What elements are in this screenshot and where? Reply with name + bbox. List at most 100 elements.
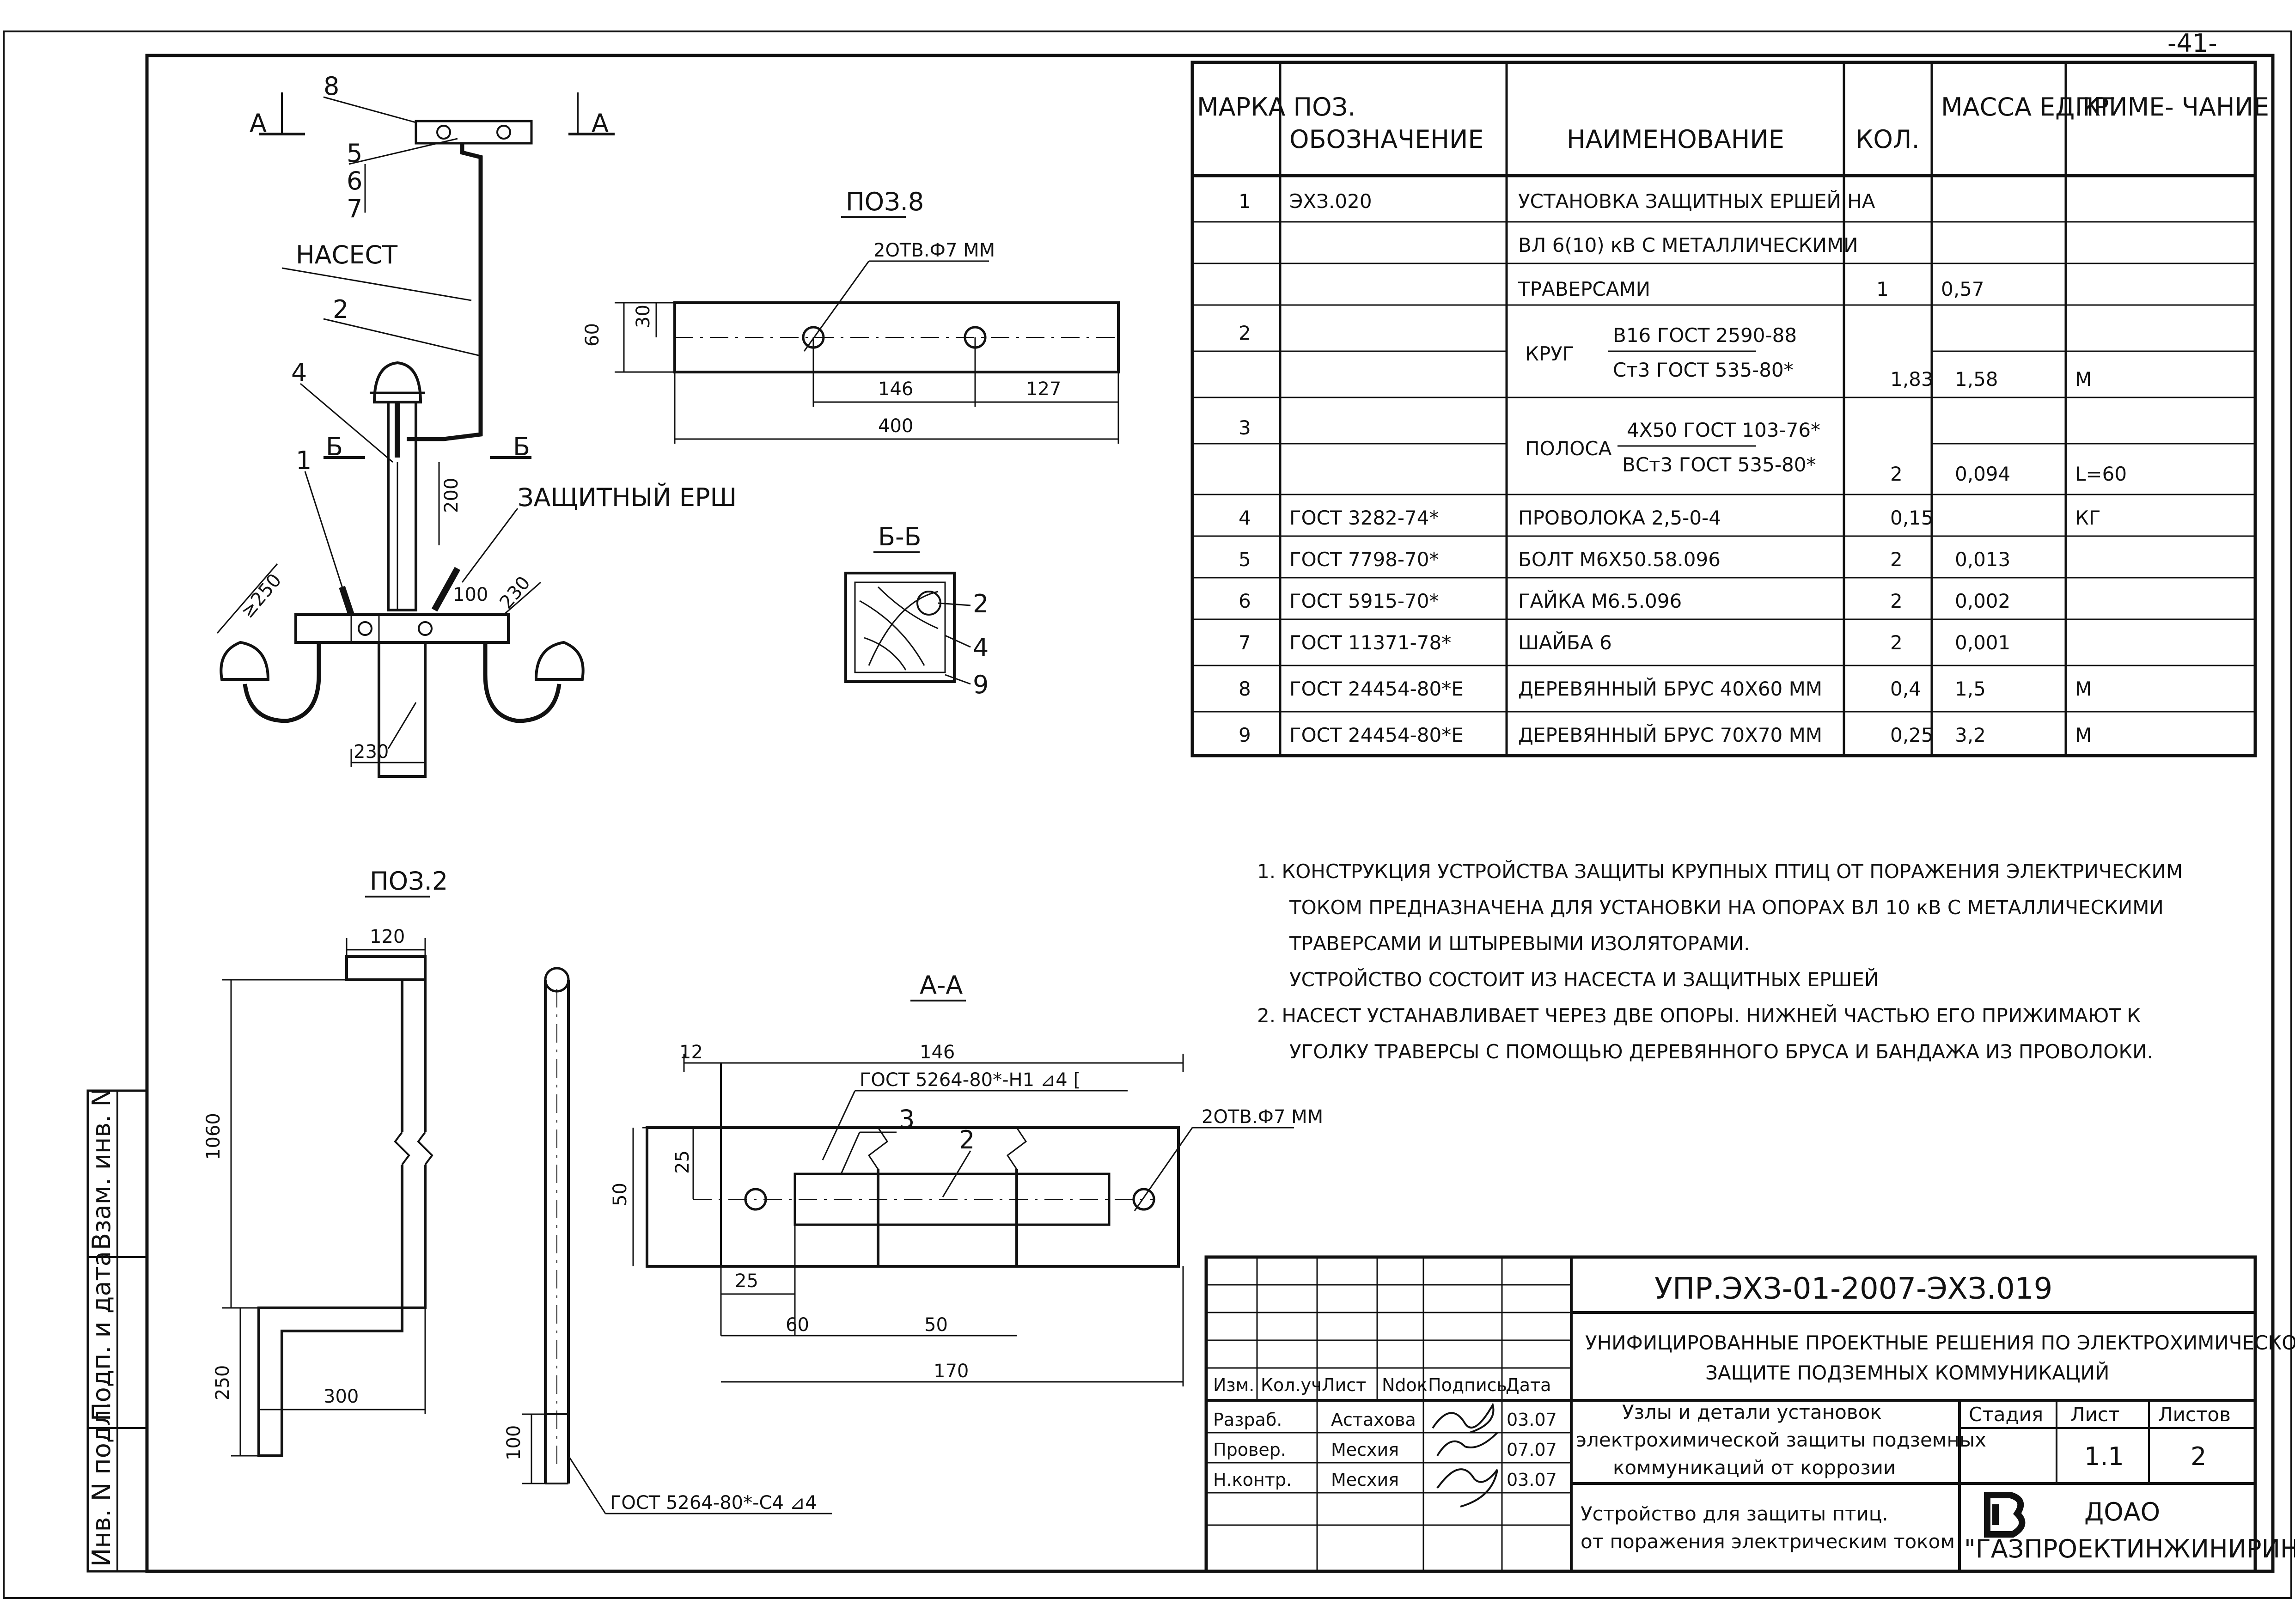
row9-qty: 0,25	[1890, 724, 1934, 746]
row4-designation: ГОСТ 3282-74*	[1289, 507, 1439, 529]
main-assembly-view: А А	[216, 72, 737, 778]
tb-role-2: Провер.	[1213, 1440, 1286, 1460]
row8-name: ДЕРЕВЯННЫЙ БРУС 40Х60 ММ	[1518, 677, 1822, 700]
tb-sheet-title-2: от поражения электрическим током	[1581, 1530, 1955, 1553]
poz2-dim-100: 100	[503, 1425, 525, 1460]
aa-callout-3: 3	[899, 1105, 915, 1134]
hdr-qty: КОЛ.	[1856, 125, 1920, 154]
tb-sheet-title-1: Устройство для защиты птиц.	[1581, 1502, 1888, 1525]
bb-callout-4: 4	[973, 633, 989, 662]
row9-pos: 9	[1239, 724, 1251, 746]
tb-section-3: коммуникаций от коррозии	[1613, 1456, 1896, 1479]
row3-qty: 2	[1890, 463, 1903, 485]
tb-name-3: Месхия	[1331, 1470, 1399, 1490]
row6-qty: 2	[1890, 590, 1903, 612]
poz2-dim-120: 120	[370, 926, 405, 947]
callout-zashchitny-ersh: ЗАЩИТНЫЙ ЕРШ	[518, 483, 737, 512]
notes: 1. КОНСТРУКЦИЯ УСТРОЙСТВА ЗАЩИТЫ КРУПНЫХ…	[1257, 860, 2183, 1063]
poz2-dim-1060: 1060	[203, 1113, 224, 1160]
stamp-vzam-inv: Взам. инв. N	[87, 1088, 116, 1250]
hdr-note: ПРИМЕ- ЧАНИЕ	[2075, 92, 2269, 122]
hdr-name: НАИМЕНОВАНИЕ	[1567, 125, 1784, 154]
row2-mass: 1,58	[1955, 368, 1998, 391]
tb-sheets-label: Листов	[2158, 1403, 2231, 1426]
row7-pos: 7	[1239, 631, 1251, 654]
row3-name-top: 4Х50 ГОСТ 103-76*	[1627, 419, 1820, 441]
tb-stage-label: Стадия	[1969, 1403, 2043, 1426]
title-block: Изм. Кол.уч Лист Ndок Подпись Дата Разра…	[1204, 1255, 2295, 1573]
poz8-label: ПОЗ.8	[846, 187, 924, 216]
sheet-number: -41-	[2167, 29, 2217, 58]
section-b-mark-left: Б	[326, 432, 343, 461]
poz8-dim-30: 30	[633, 305, 654, 328]
row8-qty: 0,4	[1890, 678, 1921, 700]
callout-4: 4	[291, 358, 307, 387]
aa-dim-50-bottom: 50	[924, 1314, 948, 1336]
stamp-inv-podl: Инв. N подл.	[87, 1402, 116, 1567]
note-line-3: ТРАВЕРСАМИ И ШТЫРЕВЫМИ ИЗОЛЯТОРАМИ.	[1289, 932, 1750, 955]
row1-name: УСТАНОВКА ЗАЩИТНЫХ ЕРШЕЙ НА	[1518, 189, 1875, 213]
row5-name: БОЛТ М6Х50.58.096	[1518, 548, 1721, 571]
row6-name: ГАЙКА М6.5.096	[1518, 589, 1682, 612]
note-line-5: 2. НАСЕСТ УСТАНАВЛИВАЕТ ЧЕРЕЗ ДВЕ ОПОРЫ.…	[1257, 1004, 2141, 1027]
row2-name: КРУГ	[1525, 342, 1574, 365]
row4-pos: 4	[1239, 507, 1251, 529]
row1b-name: ВЛ 6(10) кВ С МЕТАЛЛИЧЕСКИМИ	[1518, 234, 1858, 256]
row3-name-bottom: ВСт3 ГОСТ 535-80*	[1622, 453, 1816, 476]
section-a-mark-right: А	[592, 109, 609, 138]
tb-org-2: "ГАЗПРОЕКТИНЖИНИРИНГ"	[1964, 1534, 2295, 1563]
callout-2: 2	[333, 295, 348, 324]
row8-mass: 1,5	[1955, 678, 1986, 700]
row1-designation: ЭХЗ.020	[1289, 190, 1372, 213]
row8-designation: ГОСТ 24454-80*Е	[1289, 678, 1464, 700]
row3-mass: 0,094	[1955, 463, 2010, 485]
tb-date-3: 03.07	[1507, 1470, 1557, 1490]
row3-pos: 3	[1239, 416, 1251, 439]
tb-col-koluch: Кол.уч	[1261, 1375, 1322, 1395]
section-a-mark-left: А	[250, 109, 267, 138]
side-stamp: Инв. N подл. Подп. и дата Взам. инв. N	[86, 1088, 148, 1573]
hdr-mass: МАССА ЕД.КГ	[1941, 92, 2116, 122]
poz8-dim-127: 127	[1026, 379, 1061, 400]
stamp-podp-data: Подп. и дата	[87, 1251, 116, 1421]
note-line-6: УГОЛКУ ТРАВЕРСЫ С ПОМОЩЬЮ ДЕРЕВЯННОГО БР…	[1289, 1040, 2153, 1063]
row9-note: М	[2075, 724, 2092, 746]
section-aa-label: А-А	[920, 971, 963, 1000]
section-b-mark-right: Б	[513, 432, 530, 461]
poz8-dim-146: 146	[878, 379, 913, 400]
row6-mass: 0,002	[1955, 590, 2010, 612]
poz8-view: ПОЗ.8 2ОТВ.Ф7 ММ 60 30 146 127 400	[582, 187, 1120, 444]
section-aa-view: А-А 12 146 ГОСТ 5264-80*-Н1 ⊿4	[610, 971, 1323, 1386]
row6-designation: ГОСТ 5915-70*	[1289, 590, 1439, 612]
tb-code: УПР.ЭХЗ-01-2007-ЭХЗ.019	[1654, 1272, 2052, 1306]
hdr-pos: МАРКА ПОЗ.	[1197, 92, 1355, 122]
callout-8: 8	[323, 72, 339, 101]
row7-designation: ГОСТ 11371-78*	[1289, 631, 1451, 654]
tb-col-ndok: Ndок	[1382, 1375, 1428, 1395]
row3-note: L=60	[2075, 463, 2127, 485]
tb-org-1: ДОАО	[2084, 1497, 2160, 1526]
callout-5: 5	[347, 139, 362, 168]
bb-callout-2: 2	[973, 589, 989, 618]
signatures	[1432, 1402, 1498, 1508]
tb-date-1: 03.07	[1507, 1410, 1557, 1430]
poz8-dim-400: 400	[878, 415, 913, 437]
note-line-4: УСТРОЙСТВО СОСТОИТ ИЗ НАСЕСТА И ЗАЩИТНЫХ…	[1289, 968, 1879, 991]
section-bb-label: Б-Б	[878, 522, 922, 551]
callout-7: 7	[347, 194, 362, 223]
dim-250: ≥250	[237, 570, 286, 623]
tb-role-1: Разраб.	[1213, 1410, 1282, 1430]
aa-weld-note: ГОСТ 5264-80*-Н1 ⊿4 [	[860, 1069, 1080, 1091]
tb-col-data: Дата	[1506, 1375, 1551, 1395]
aa-dim-25-bottom: 25	[735, 1270, 758, 1292]
row4-note: КГ	[2075, 507, 2100, 529]
aa-holes-label: 2ОТВ.Ф7 ММ	[1202, 1106, 1323, 1128]
note-line-2: ТОКОМ ПРЕДНАЗНАЧЕНА ДЛЯ УСТАНОВКИ НА ОПО…	[1289, 896, 2164, 919]
row6-pos: 6	[1239, 590, 1251, 612]
dim-200: 200	[441, 478, 462, 513]
spec-table: МАРКА ПОЗ. ОБОЗНАЧЕНИЕ НАИМЕНОВАНИЕ КОЛ.…	[1190, 61, 2269, 757]
row1c-name: ТРАВЕРСАМИ	[1518, 278, 1650, 300]
row5-qty: 2	[1890, 548, 1903, 571]
